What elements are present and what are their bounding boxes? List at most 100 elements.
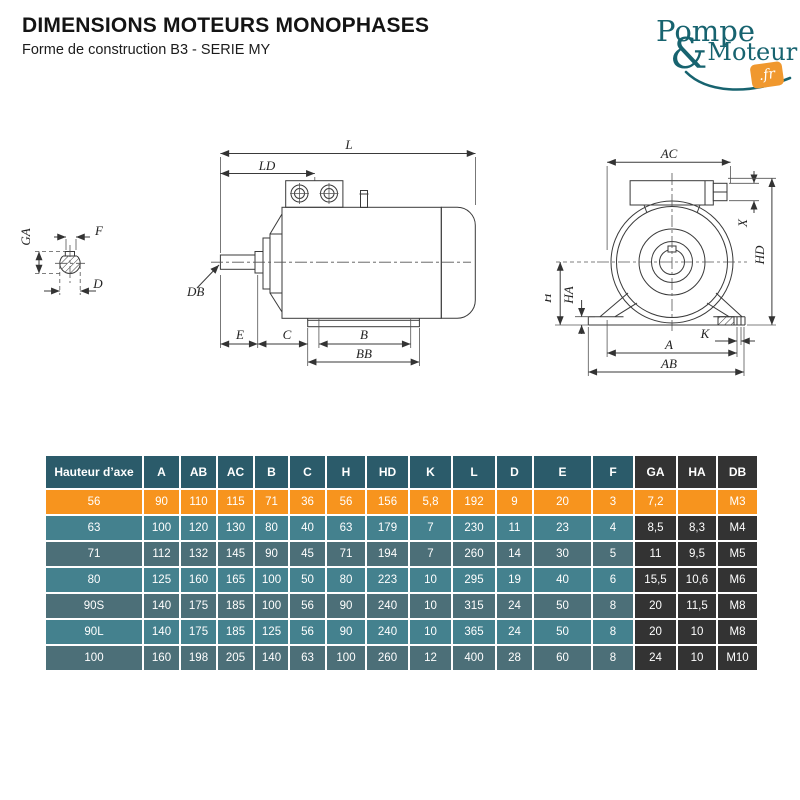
table-cell: 50 — [288, 566, 327, 594]
column-header: D — [495, 454, 534, 490]
table-cell: 40 — [288, 514, 327, 542]
dim-label-a: A — [664, 337, 673, 352]
table-cell: 7 — [408, 540, 453, 568]
table-cell: 400 — [451, 644, 497, 672]
dim-label-k: K — [700, 326, 711, 341]
dim-label-c: C — [283, 327, 292, 342]
table-cell: M3 — [716, 488, 759, 516]
table-cell: 10 — [676, 644, 718, 672]
table-cell: 194 — [365, 540, 410, 568]
table-cell: 260 — [365, 644, 410, 672]
logo-fr-text: .fr — [757, 65, 777, 85]
table-cell: 60 — [532, 644, 593, 672]
brand-logo: Pompe &Moteur .fr — [630, 10, 798, 110]
table-cell: 156 — [365, 488, 410, 516]
table-cell: 90 — [325, 592, 367, 620]
table-cell: M10 — [716, 644, 759, 672]
column-header: C — [288, 454, 327, 490]
column-header: AC — [216, 454, 255, 490]
table-cell: 11 — [495, 514, 534, 542]
column-header: E — [532, 454, 593, 490]
table-cell: 20 — [633, 618, 678, 646]
table-cell: 365 — [451, 618, 497, 646]
table-cell: 90 — [325, 618, 367, 646]
table-cell: M6 — [716, 566, 759, 594]
dim-label-hd: HD — [752, 245, 767, 265]
table-cell: 50 — [532, 592, 593, 620]
table-cell: 7 — [408, 514, 453, 542]
table-cell: 112 — [142, 540, 181, 568]
table-cell: 8 — [591, 644, 635, 672]
table-cell: 6 — [591, 566, 635, 594]
dim-label-ha: HA — [561, 286, 576, 304]
dim-label-f: F — [94, 223, 104, 238]
table-cell: 90L — [44, 618, 144, 646]
dim-label-ac: AC — [660, 146, 678, 161]
table-cell: 145 — [216, 540, 255, 568]
table-cell: 20 — [532, 488, 593, 516]
table-cell: 315 — [451, 592, 497, 620]
table-cell: 56 — [325, 488, 367, 516]
table-cell: 140 — [142, 618, 181, 646]
table-cell: 80 — [253, 514, 290, 542]
table-cell: 165 — [216, 566, 255, 594]
table-cell: 30 — [532, 540, 593, 568]
table-cell: 9 — [495, 488, 534, 516]
table-cell: 8,5 — [633, 514, 678, 542]
table-cell: 175 — [179, 618, 218, 646]
shaft-end-view-drawing: F GA D — [20, 223, 104, 295]
table-cell: 3 — [591, 488, 635, 516]
table-cell: 56 — [288, 592, 327, 620]
table-cell: 36 — [288, 488, 327, 516]
dim-label-ab: AB — [660, 356, 677, 371]
table-cell: 10 — [676, 618, 718, 646]
table-cell: 20 — [633, 592, 678, 620]
table-cell: 10 — [408, 592, 453, 620]
table-cell: 45 — [288, 540, 327, 568]
table-cell: 205 — [216, 644, 255, 672]
table-cell: 185 — [216, 592, 255, 620]
dim-label-x: X — [735, 218, 750, 228]
table-cell: 223 — [365, 566, 410, 594]
column-header: Hauteur d’axe — [44, 454, 144, 490]
table-cell: 23 — [532, 514, 593, 542]
table-cell: 56 — [288, 618, 327, 646]
column-header: GA — [633, 454, 678, 490]
logo-text-pompe: Pompe — [656, 14, 756, 48]
table-cell: 80 — [325, 566, 367, 594]
table-cell: 11,5 — [676, 592, 718, 620]
table-cell: 4 — [591, 514, 635, 542]
table-cell: 132 — [179, 540, 218, 568]
table-cell: 125 — [142, 566, 181, 594]
table-cell: 71 — [253, 488, 290, 516]
dim-label-ld: LD — [258, 158, 276, 173]
table-cell: 115 — [216, 488, 255, 516]
table-cell: 10 — [408, 566, 453, 594]
table-cell: 185 — [216, 618, 255, 646]
table-cell: 110 — [179, 488, 218, 516]
table-cell: 56 — [44, 488, 144, 516]
table-cell: 100 — [44, 644, 144, 672]
table-cell: 5 — [591, 540, 635, 568]
dim-label-h: H — [545, 293, 554, 304]
table-cell: 71 — [325, 540, 367, 568]
front-view-drawing: AC X HD — [545, 146, 776, 376]
side-view-drawing: L LD DB E C — [186, 137, 476, 366]
column-header: HA — [676, 454, 718, 490]
table-cell: 12 — [408, 644, 453, 672]
table-cell: 8 — [591, 592, 635, 620]
table-cell: 198 — [179, 644, 218, 672]
table-cell: 14 — [495, 540, 534, 568]
table-cell: 260 — [451, 540, 497, 568]
dim-label-d: D — [92, 276, 103, 291]
table-cell: 140 — [142, 592, 181, 620]
column-header: A — [142, 454, 181, 490]
table-cell: 71 — [44, 540, 144, 568]
